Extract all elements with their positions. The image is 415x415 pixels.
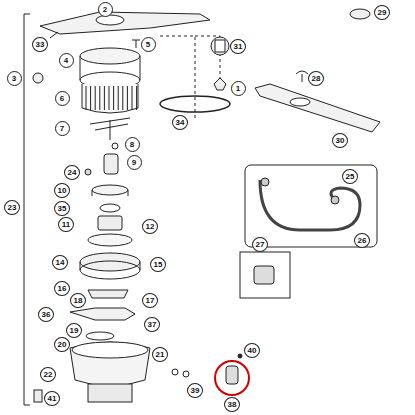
callout-number: 9	[127, 155, 142, 170]
callout-number: 7	[55, 121, 70, 136]
grommet	[33, 73, 43, 83]
housing-wall	[80, 56, 140, 80]
filter-fin	[132, 86, 133, 110]
filter-fin	[113, 86, 114, 110]
callout-number: 26	[354, 233, 370, 248]
callout-number: 39	[187, 383, 203, 398]
pump-base	[80, 253, 140, 271]
callout-number: 22	[40, 367, 56, 382]
washer	[86, 332, 114, 340]
callout-number: 37	[144, 317, 160, 332]
small-screw	[238, 354, 242, 358]
filter-fin	[122, 86, 123, 110]
filter-fin	[109, 86, 110, 110]
callout-number: 3	[7, 71, 22, 86]
callout-number: 41	[44, 391, 60, 406]
callout-number: 11	[58, 217, 73, 232]
housing-plate	[92, 185, 128, 195]
callout-number: 21	[152, 347, 168, 362]
highlight-circle	[215, 361, 249, 395]
clamp	[172, 369, 178, 375]
filter-screen	[82, 84, 138, 113]
callout-number: 27	[252, 237, 268, 252]
filter-fin	[86, 86, 87, 110]
filter-fin	[136, 86, 137, 110]
solenoid	[254, 266, 274, 284]
clip	[296, 71, 308, 82]
impeller	[104, 154, 118, 174]
hose-inset	[245, 165, 377, 247]
callout-number: 1	[231, 81, 246, 96]
callout-number: 19	[66, 323, 82, 338]
chopper-blade	[90, 118, 130, 140]
upper-spray-arm	[40, 12, 210, 34]
filter-fin	[95, 86, 96, 110]
assembly-bracket	[24, 14, 30, 405]
spray-hub-core	[215, 40, 225, 52]
hose-end	[261, 178, 269, 186]
filter-fin	[104, 86, 105, 110]
spray-hub	[211, 37, 229, 55]
lower-spray-arm	[255, 84, 380, 132]
callout-number: 35	[54, 201, 70, 216]
inset-box	[240, 252, 290, 298]
callout-number: 16	[54, 281, 70, 296]
callout-number: 36	[38, 307, 54, 322]
base-rim	[80, 261, 140, 279]
dashed-leader	[160, 36, 195, 120]
callout-number: 29	[374, 5, 390, 20]
callout-number: 6	[55, 91, 70, 106]
callout-number: 28	[308, 71, 324, 86]
filter-fin	[127, 86, 128, 110]
o-ring	[160, 96, 230, 112]
clamp	[183, 371, 189, 377]
callout-number: 34	[172, 115, 188, 130]
gasket	[100, 204, 120, 212]
callout-number: 14	[52, 255, 68, 270]
callout-number: 2	[98, 2, 113, 17]
thermal-fuse	[226, 366, 238, 384]
terminal	[34, 390, 42, 402]
filter-fin	[118, 86, 119, 110]
callout-number: 25	[342, 169, 358, 184]
callout-number: 24	[64, 165, 80, 180]
callout-number: 31	[230, 39, 246, 54]
callout-number: 4	[59, 53, 74, 68]
pump-body	[98, 216, 122, 230]
seal	[85, 169, 91, 175]
callout-number: 18	[70, 293, 86, 308]
callout-number: 5	[141, 37, 156, 52]
callout-number: 38	[224, 397, 240, 412]
callout-number: 10	[54, 183, 70, 198]
callout-number: 12	[142, 219, 158, 234]
seal-plate	[70, 308, 135, 320]
callout-number: 20	[54, 337, 70, 352]
pump-collar	[88, 234, 132, 246]
cap	[350, 9, 370, 19]
hose	[260, 180, 360, 230]
seal-ring	[88, 290, 128, 298]
hose-end	[331, 196, 339, 204]
leader-line	[50, 32, 58, 38]
plate-edge	[92, 190, 128, 196]
arm-hub	[96, 15, 124, 25]
callout-number: 40	[244, 343, 260, 358]
motor-mount	[88, 384, 132, 402]
housing-top	[80, 48, 140, 64]
filter-fin	[99, 86, 100, 110]
callout-number: 33	[32, 37, 48, 52]
screw	[132, 40, 140, 48]
filter-fin	[90, 86, 91, 110]
callout-number: 15	[150, 257, 166, 272]
callout-number: 17	[142, 293, 158, 308]
callout-number: 23	[4, 200, 20, 215]
callout-number: 8	[125, 137, 140, 152]
sump-rim	[72, 342, 148, 358]
callout-number: 30	[332, 133, 348, 148]
nut	[214, 78, 226, 90]
sump-housing	[70, 342, 150, 386]
washer	[112, 143, 118, 149]
arm-hub	[290, 98, 310, 106]
